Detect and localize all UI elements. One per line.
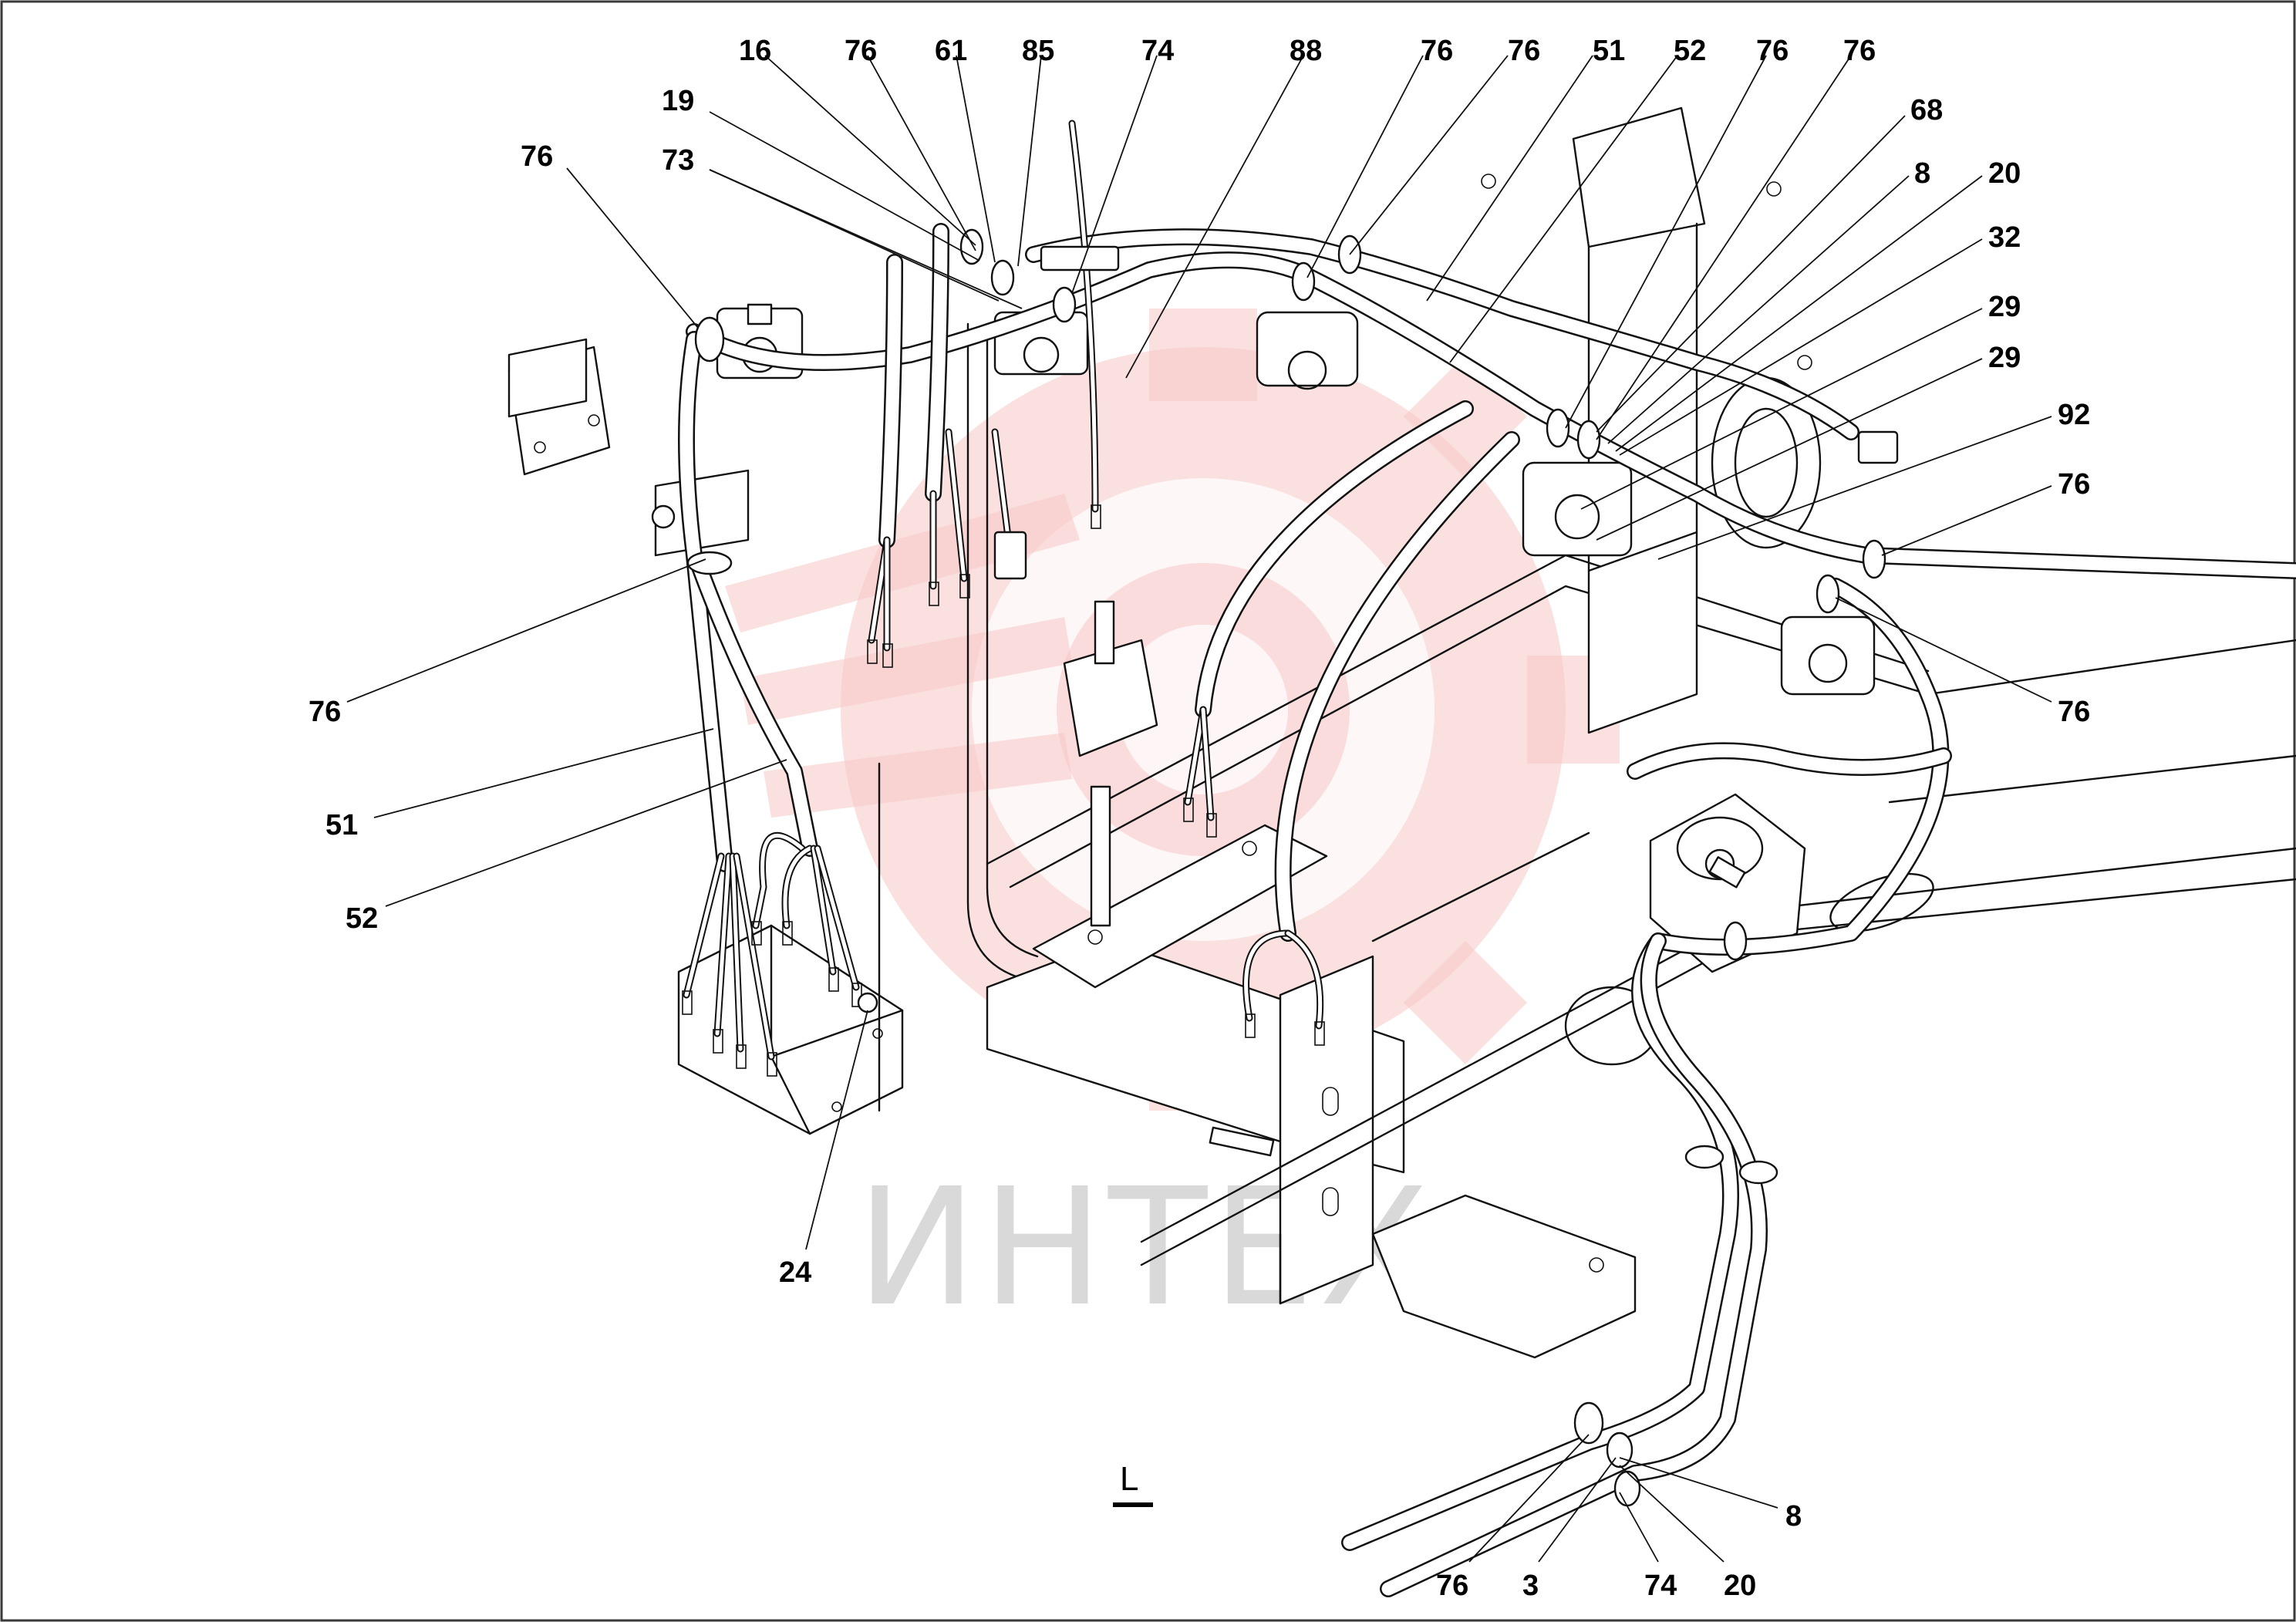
callout-20-bottom: 20 (1619, 1465, 1756, 1602)
callout-label: 8 (1785, 1500, 1802, 1533)
bottom-plate-right (1371, 1194, 1637, 1359)
callout-label: 74 (1141, 35, 1174, 67)
callout-label: 20 (1988, 157, 2021, 190)
connector-block-left (677, 924, 904, 1135)
callout-68: 68 (1596, 94, 1943, 433)
callout-label: 29 (1988, 291, 2021, 323)
clamp-block-3 (1256, 311, 1359, 390)
callout-24: 24 (779, 1010, 868, 1289)
callout-32: 32 (1619, 221, 2021, 456)
callout-51-left: 51 (325, 728, 714, 841)
callout-label: 16 (739, 35, 771, 67)
callout-29-1: 29 (1580, 291, 2021, 510)
vertical-bracket (1279, 955, 1374, 1305)
wires-and-terminals (682, 120, 1899, 1077)
callout-88: 88 (1125, 35, 1322, 379)
top-post (1572, 106, 1706, 248)
callout-label: 76 (1756, 35, 1789, 67)
callout-label: 20 (1724, 1570, 1756, 1602)
cable-ties (686, 228, 1886, 1507)
callout-76-bottom: 76 (1436, 1434, 1590, 1602)
support-plate (1032, 824, 1328, 989)
callout-76-top-3: 76 (1349, 35, 1540, 255)
callout-label: 24 (779, 1256, 811, 1289)
callout-76-left-top: 76 (521, 140, 699, 329)
relay-block (507, 338, 588, 418)
callout-76-top-4: 76 (1565, 35, 1789, 429)
callout-label: 29 (1988, 342, 2021, 374)
callout-29-2: 29 (1596, 342, 2021, 541)
callout-label: 51 (325, 809, 358, 841)
callout-label: 85 (1022, 35, 1054, 67)
callout-label: 76 (845, 35, 877, 67)
callout-92: 92 (1657, 399, 2090, 560)
callout-label: 76 (1843, 35, 1876, 67)
callout-76-right-1: 76 (1881, 468, 2090, 556)
callout-61: 61 (935, 35, 996, 263)
callout-label: 61 (935, 35, 967, 67)
view-label-underline (1113, 1502, 1153, 1507)
callout-label: 32 (1988, 221, 2021, 254)
view-indicator: L (1113, 1460, 1153, 1507)
ground-ring-terminal (857, 992, 878, 1013)
callout-76-top-5: 76 (1596, 35, 1876, 440)
callout-label: 19 (662, 85, 694, 117)
callout-76-top-2: 76 (1306, 35, 1453, 278)
switch-body (1063, 600, 1158, 927)
callout-8-bottom: 8 (1619, 1457, 1802, 1533)
callouts: 16 76 61 85 74 88 76 76 (308, 35, 2090, 1602)
connector-box-upper (651, 469, 750, 557)
callout-20-top: 20 (1615, 157, 2021, 452)
callout-label: 52 (346, 902, 378, 935)
callout-label: 73 (662, 144, 694, 177)
callout-76-right-2: 76 (1835, 597, 2090, 728)
callout-label: 52 (1674, 35, 1706, 67)
callout-73: 73 (662, 144, 1023, 309)
clamp-block-5 (1780, 615, 1876, 696)
cable-clamps (507, 303, 1876, 927)
callout-label: 76 (308, 696, 341, 728)
callout-85: 85 (1017, 35, 1054, 267)
callout-label: 74 (1644, 1570, 1677, 1602)
view-label: L (1120, 1460, 1138, 1498)
callout-label: 3 (1522, 1570, 1539, 1602)
callout-51-top: 51 (1426, 35, 1625, 302)
callout-74-top: 74 (1071, 35, 1174, 294)
callout-16: 16 (739, 35, 976, 246)
callout-label: 8 (1914, 157, 1930, 190)
callout-label: 68 (1910, 94, 1943, 126)
callout-52-top: 52 (1449, 35, 1706, 363)
callout-label: 76 (1436, 1570, 1468, 1602)
callout-label: 76 (1421, 35, 1453, 67)
callout-label: 76 (2058, 696, 2090, 728)
callout-74-bottom: 74 (1619, 1492, 1677, 1602)
callout-label: 76 (1508, 35, 1540, 67)
callout-label: 76 (521, 140, 553, 173)
callout-8-top: 8 (1607, 157, 1930, 444)
callout-label: 76 (2058, 468, 2090, 501)
callout-label: 88 (1290, 35, 1322, 67)
callout-76-top-1: 76 (845, 35, 976, 251)
callout-76-left-mid: 76 (308, 558, 706, 728)
callout-label: 92 (2058, 399, 2090, 431)
callout-19: 19 (662, 85, 980, 261)
callout-label: 51 (1593, 35, 1625, 67)
callout-52-left: 52 (346, 759, 787, 935)
upper-right-block (1587, 531, 1698, 734)
callout-3: 3 (1522, 1457, 1617, 1602)
clamp-block-4 (1522, 461, 1633, 557)
